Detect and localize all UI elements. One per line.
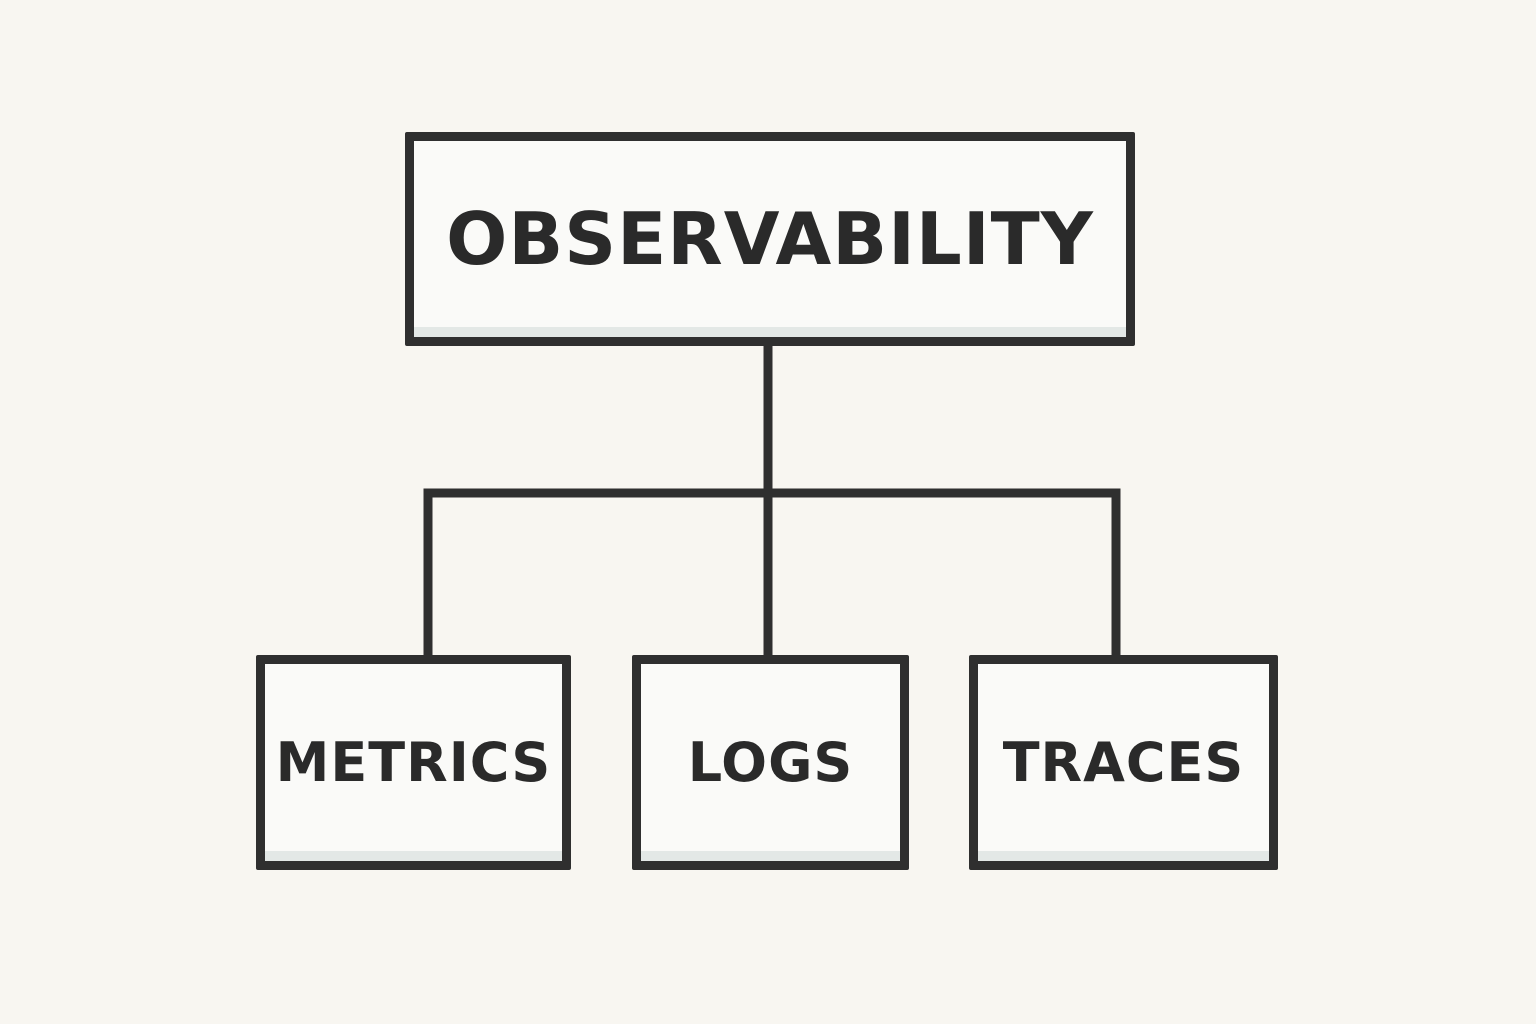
- root-node-label: OBSERVABILITY: [446, 197, 1094, 281]
- child-node-logs: LOGS: [632, 655, 909, 870]
- root-node-observability: OBSERVABILITY: [405, 132, 1135, 346]
- child-node-label-logs: LOGS: [687, 731, 854, 794]
- child-node-traces: TRACES: [969, 655, 1278, 870]
- child-node-label-traces: TRACES: [1002, 731, 1245, 794]
- child-node-label-metrics: METRICS: [275, 731, 552, 794]
- child-node-metrics: METRICS: [256, 655, 571, 870]
